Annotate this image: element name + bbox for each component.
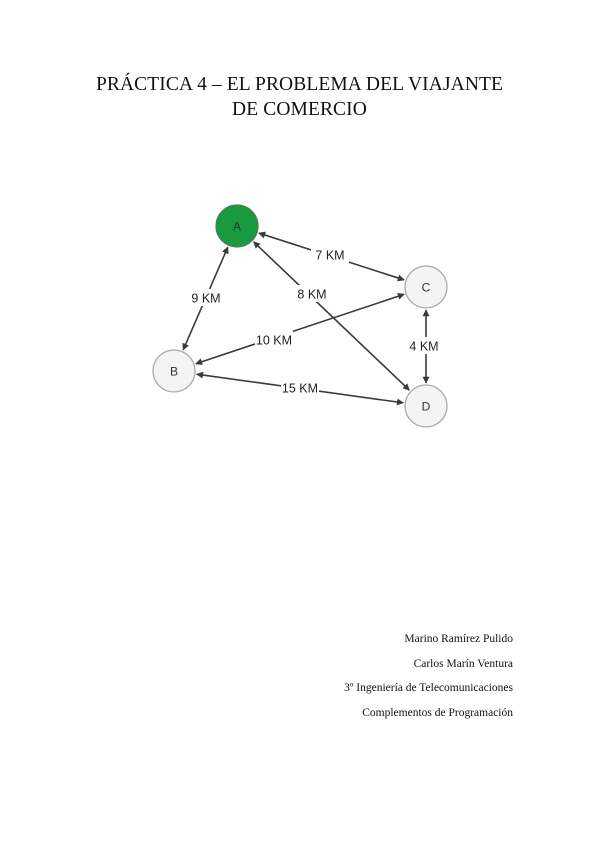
edges-layer bbox=[182, 231, 430, 406]
author-1: Marino Ramírez Pulido bbox=[404, 633, 513, 645]
edge-c-b bbox=[195, 292, 405, 366]
subject-name: Complementos de Programación bbox=[362, 706, 513, 719]
node-label-c: C bbox=[422, 281, 431, 295]
edge-label-background bbox=[311, 246, 349, 263]
title-line-2: DE COMERCIO bbox=[232, 99, 367, 120]
node-label-b: B bbox=[170, 365, 178, 379]
edge-label-background bbox=[255, 331, 293, 348]
title-line-1: PRÁCTICA 4 – EL PROBLEMA DEL VIAJANTE bbox=[95, 74, 504, 95]
edge-label-a-c: 7 KM bbox=[315, 249, 344, 263]
document-title: PRÁCTICA 4 – EL PROBLEMA DEL VIAJANTE DE… bbox=[40, 72, 559, 122]
node-label-a: A bbox=[233, 220, 241, 234]
edge-labels-layer: 7 KM 9 KM 8 KM 10 KM 4 KM 15 KM bbox=[187, 246, 443, 396]
node-a bbox=[215, 204, 259, 248]
edge-label-background bbox=[281, 379, 319, 396]
node-b bbox=[152, 349, 196, 393]
edge-label-background bbox=[293, 285, 331, 302]
node-c bbox=[404, 265, 448, 309]
edge-label-b-d: 15 KM bbox=[282, 382, 318, 396]
edge-label-c-b: 10 KM bbox=[256, 334, 292, 348]
edge-label-c-d: 4 KM bbox=[409, 340, 438, 354]
edge-label-a-b: 9 KM bbox=[191, 292, 220, 306]
author-2: Carlos Marín Ventura bbox=[413, 657, 513, 670]
course-year: 3º Ingeniería de Telecomunicaciones bbox=[344, 682, 513, 694]
edge-label-a-d: 8 KM bbox=[297, 288, 326, 302]
author-block: Marino Ramírez Pulido Carlos Marín Ventu… bbox=[344, 627, 513, 725]
edge-a-d bbox=[253, 241, 410, 391]
nodes-layer: A B C D bbox=[152, 204, 448, 428]
node-d bbox=[404, 384, 448, 428]
node-label-d: D bbox=[422, 400, 431, 414]
edge-label-background bbox=[405, 337, 443, 354]
edge-label-background bbox=[187, 289, 225, 306]
